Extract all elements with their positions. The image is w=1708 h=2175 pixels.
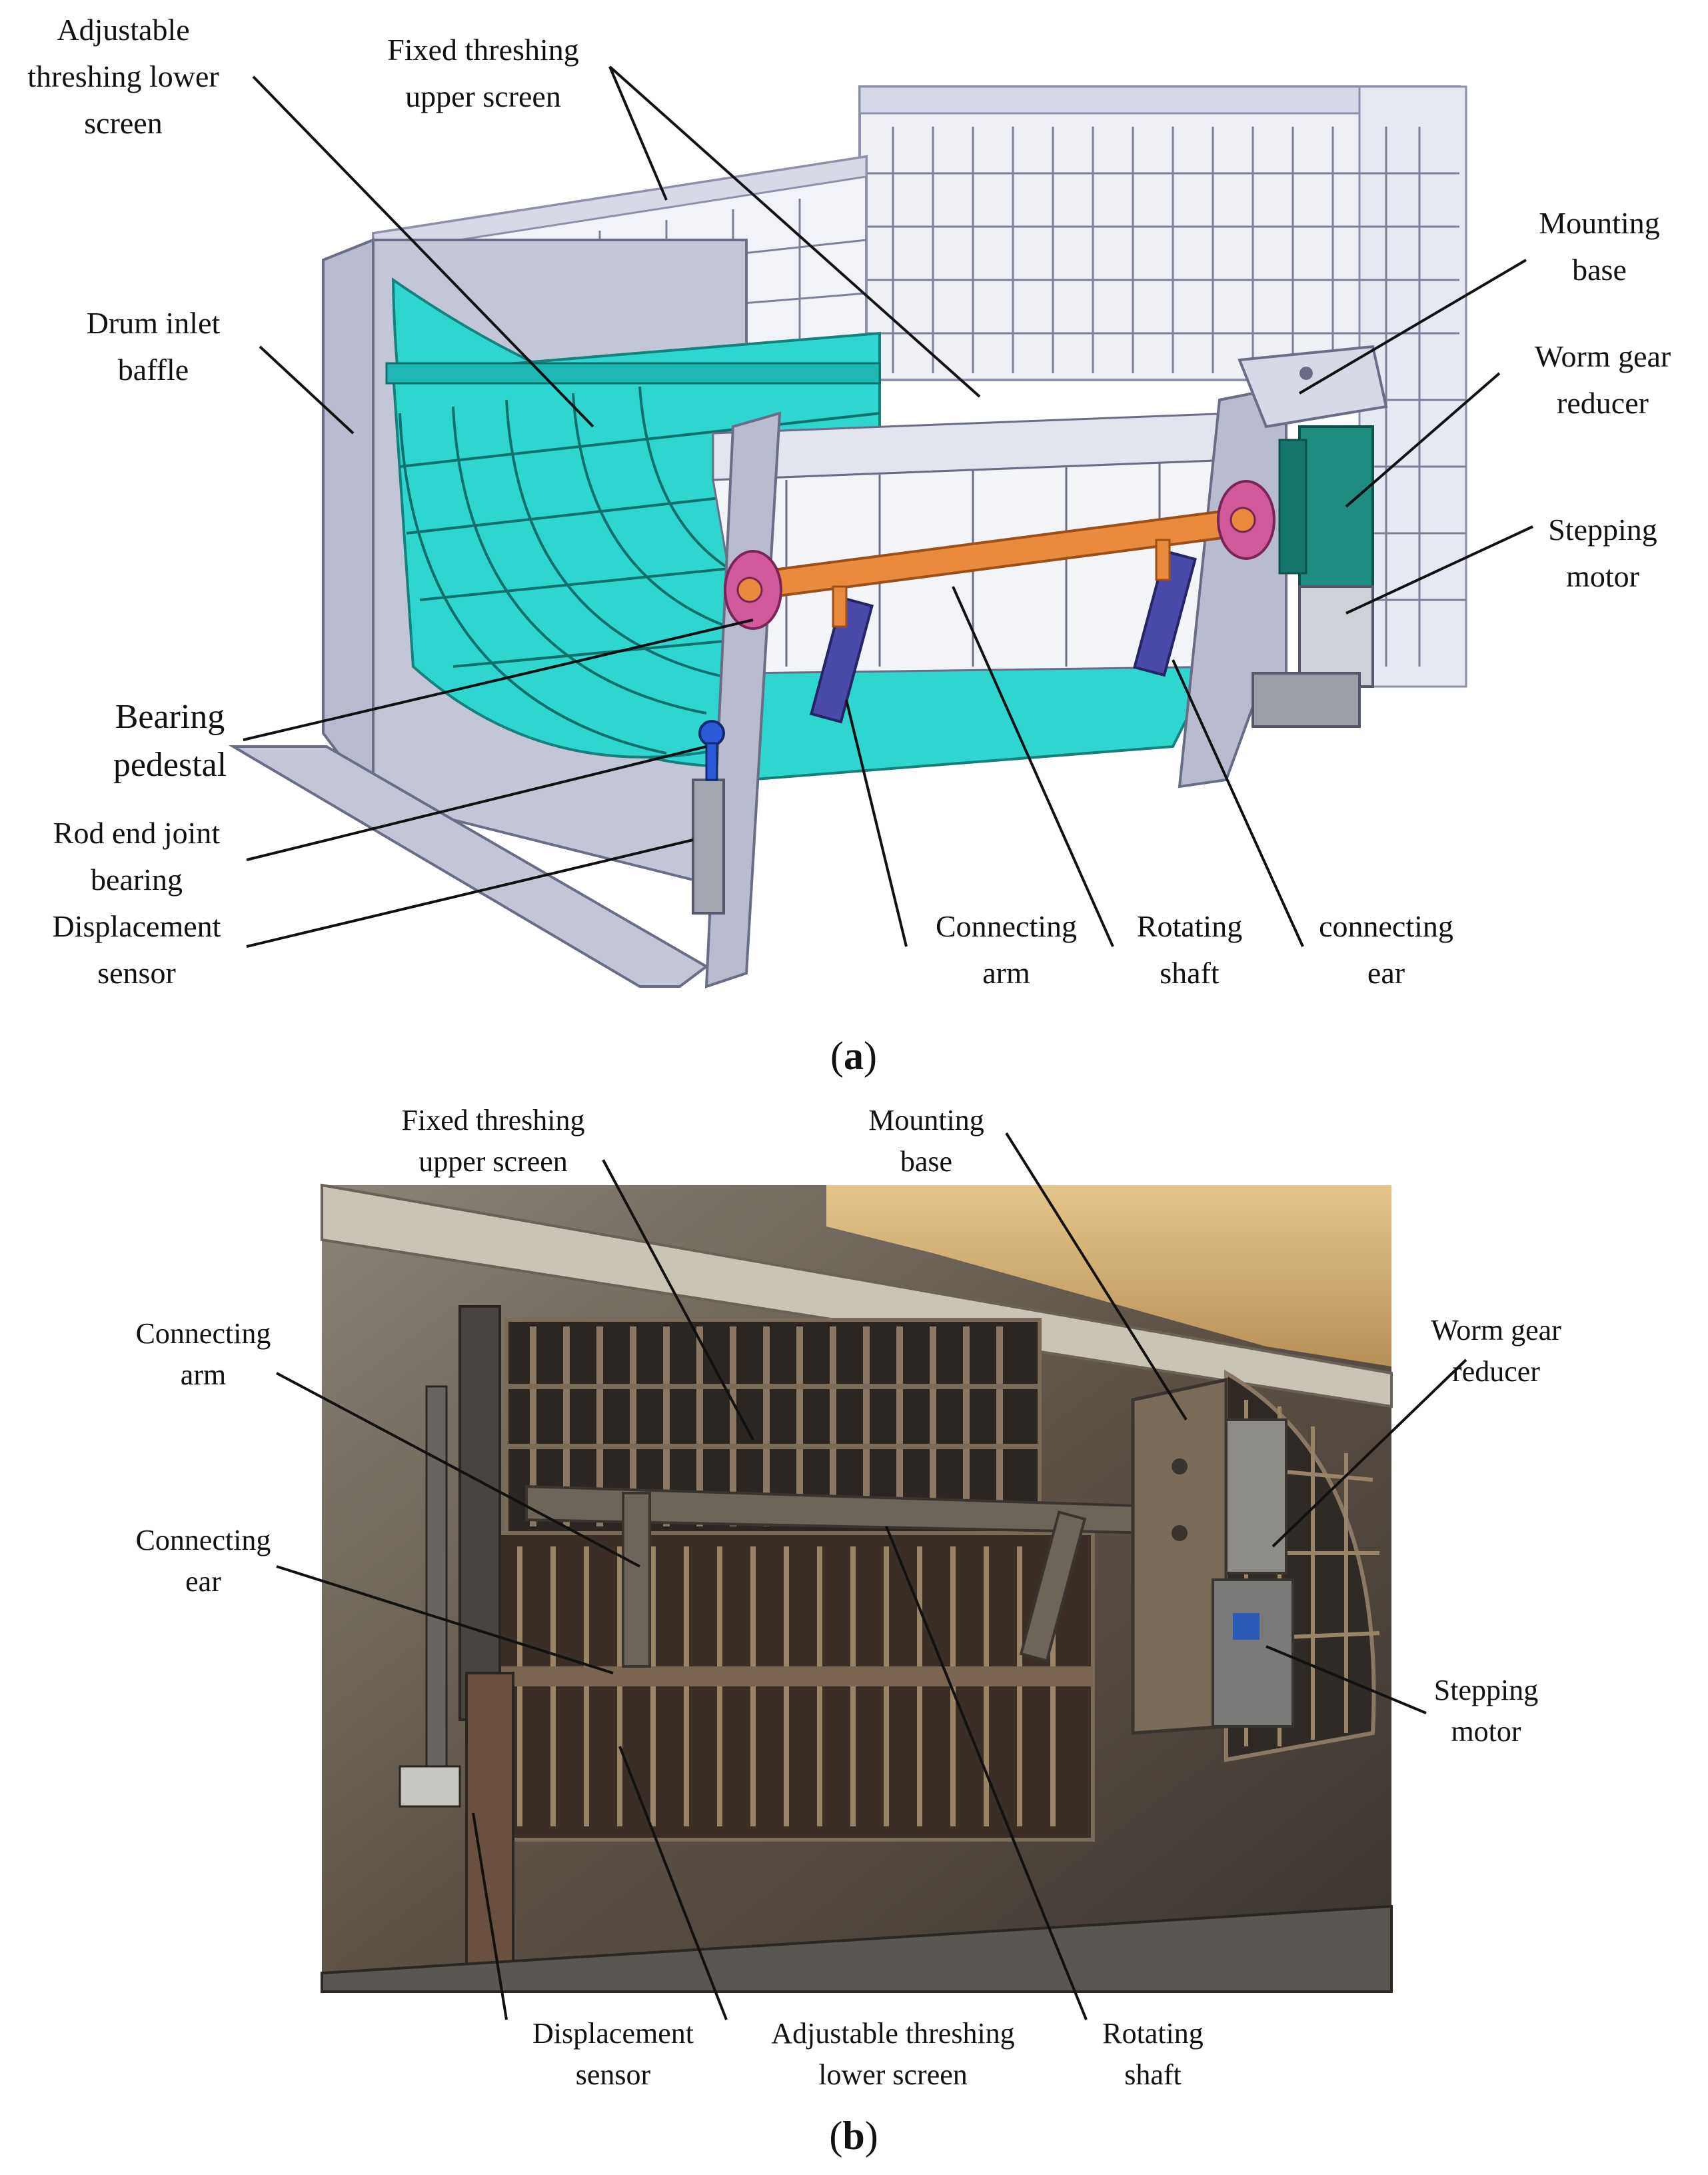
photo-lower-screen — [491, 1531, 1095, 1842]
stepping-motor — [1252, 585, 1374, 728]
photo-worm-gear-reducer — [1225, 1418, 1287, 1574]
label-a-worm-gear-reducer: Worm gear reducer — [1534, 339, 1671, 420]
panel-a-drawing — [228, 65, 1533, 989]
label-a-connecting-ear: connecting ear — [1319, 909, 1453, 990]
label-b-stepping-motor: Stepping motor — [1433, 1674, 1539, 1748]
label-a-displacement-sensor: Displacement sensor — [52, 909, 221, 990]
caption-b: (b) — [829, 2114, 878, 2158]
fixed-upper-screen-far — [858, 85, 1467, 688]
label-a-rotating-shaft: Rotating shaft — [1136, 909, 1243, 990]
photo-connecting-arm — [622, 1492, 1087, 1668]
label-b-rotating-shaft: Rotating shaft — [1102, 2017, 1204, 2091]
leader-lines-a — [243, 65, 1533, 948]
label-a-rod-end-joint-bearing: Rod end joint bearing — [53, 816, 221, 897]
label-b-displacement-sensor: Displacement sensor — [532, 2017, 694, 2091]
leader-lines-b — [276, 1132, 1467, 2020]
connecting-arm — [810, 539, 1197, 724]
label-b-fixed-upper-screen: Fixed threshing upper screen — [401, 1104, 585, 1178]
label-a-bearing-pedestal: Bearing pedestal — [113, 698, 227, 784]
base-plate — [228, 745, 709, 988]
label-a-connecting-arm: Connecting arm — [935, 909, 1078, 990]
label-b-adjustable-lower-screen: Adjustable threshing lower screen — [771, 2017, 1015, 2091]
label-a-fixed-upper-screen: Fixed threshing upper screen — [387, 33, 579, 113]
displacement-sensor — [692, 779, 725, 915]
label-b-mounting-base: Mounting base — [868, 1104, 984, 1178]
label-a-stepping-motor: Stepping motor — [1548, 513, 1657, 593]
label-b-connecting-arm: Connecting arm — [135, 1317, 271, 1391]
rod-end-joint-bearing — [698, 720, 725, 781]
worm-gear-reducer — [1278, 425, 1374, 588]
label-a-mounting-base: Mounting base — [1539, 206, 1660, 287]
label-a-drum-inlet-baffle: Drum inlet baffle — [86, 306, 221, 387]
caption-a: (a) — [830, 1034, 877, 1078]
label-a-adjustable-lower-screen: Adjustable threshing lower screen — [27, 13, 219, 140]
label-b-worm-gear-reducer: Worm gear reducer — [1431, 1314, 1561, 1388]
bearing-pedestal — [724, 480, 1276, 630]
label-b-connecting-ear: Connecting ear — [135, 1524, 271, 1598]
